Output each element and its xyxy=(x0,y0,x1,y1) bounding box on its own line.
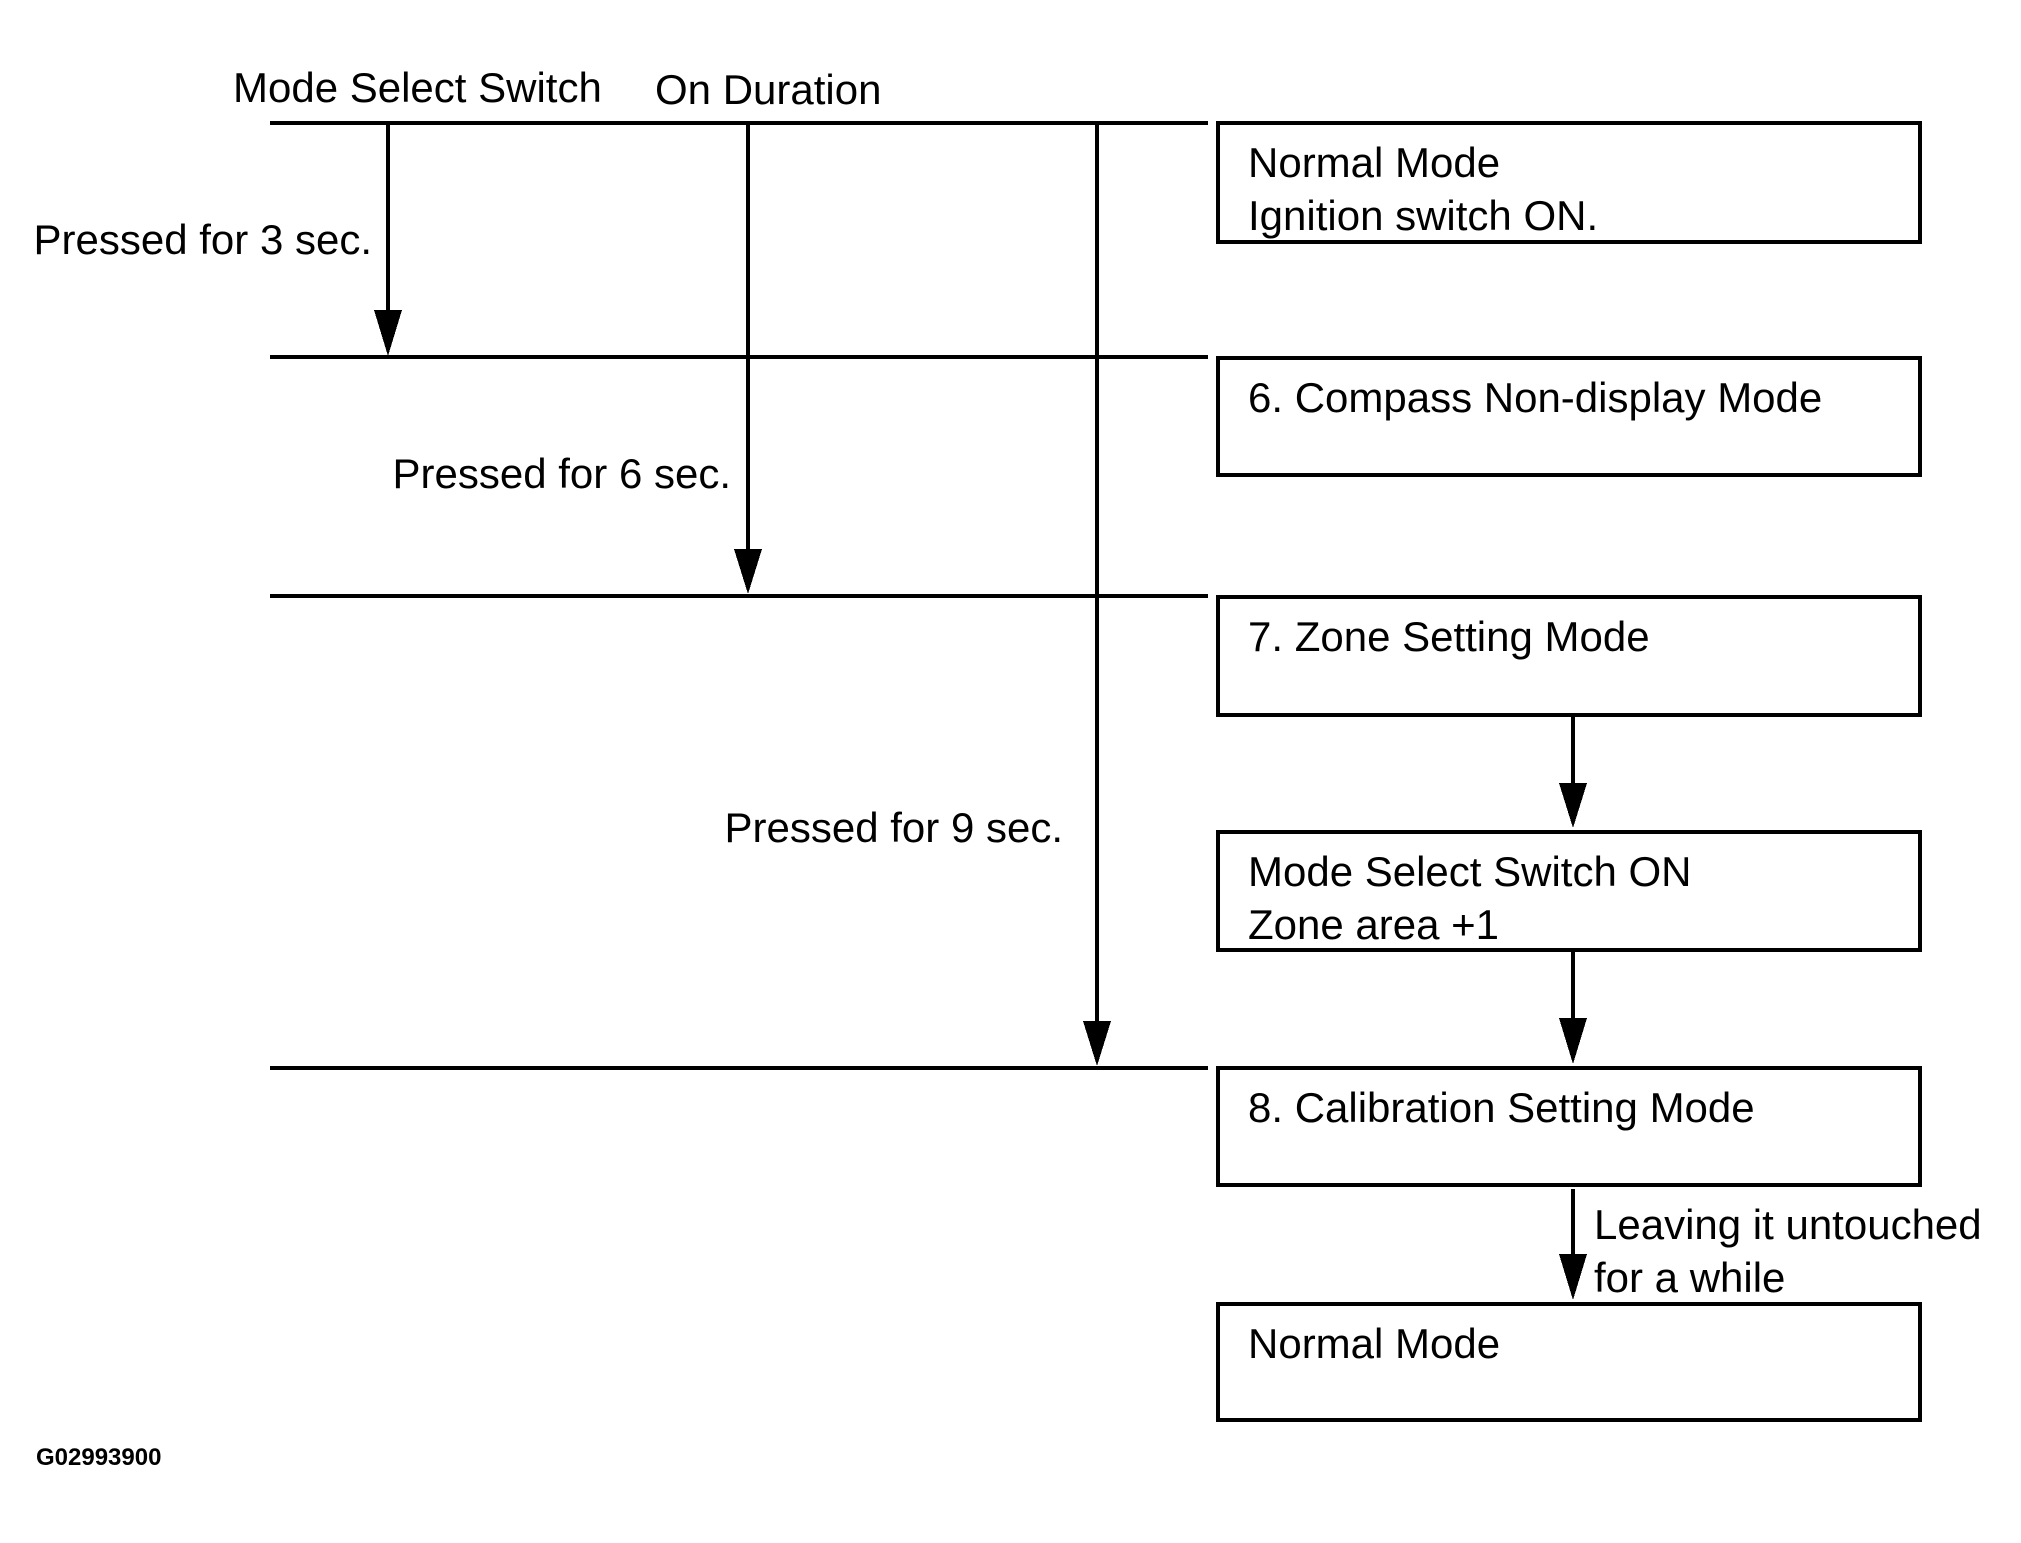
arrowhead xyxy=(1083,1021,1111,1066)
arrow-switch-on-to-calibration xyxy=(1559,952,1587,1064)
arrowhead xyxy=(734,549,762,594)
arrow-pressed-9sec xyxy=(1083,123,1111,1066)
header-on-duration: On Duration xyxy=(655,66,882,113)
label-leaving-untouched-line1: Leaving it untouched xyxy=(1594,1201,1982,1248)
label-pressed-6sec: Pressed for 6 sec. xyxy=(392,450,731,497)
box-calibration-setting-mode: 8. Calibration Setting Mode xyxy=(1216,1066,1922,1187)
figure-id: G02993900 xyxy=(36,1444,162,1471)
arrow-zone-to-switch-on xyxy=(1559,717,1587,828)
label-leaving-untouched-line2: for a while xyxy=(1594,1254,1786,1301)
box-mode-select-switch-on: Mode Select Switch ON Zone area +1 xyxy=(1216,830,1922,952)
box-text-line: Normal Mode xyxy=(1248,139,1501,186)
box-text-line: Normal Mode xyxy=(1248,1320,1501,1367)
label-pressed-9sec: Pressed for 9 sec. xyxy=(724,804,1063,851)
arrowhead xyxy=(374,310,402,356)
box-normal-mode-bottom: Normal Mode xyxy=(1216,1302,1922,1422)
box-zone-setting-mode: 7. Zone Setting Mode xyxy=(1216,595,1922,717)
box-text-line: Ignition switch ON. xyxy=(1248,192,1599,239)
header-mode-select-switch: Mode Select Switch xyxy=(233,64,602,111)
arrowhead xyxy=(1559,1018,1587,1064)
label-pressed-3sec: Pressed for 3 sec. xyxy=(33,216,372,263)
box-text-line: 8. Calibration Setting Mode xyxy=(1248,1084,1755,1131)
arrowhead xyxy=(1559,783,1587,828)
arrow-pressed-3sec xyxy=(374,123,402,356)
arrow-pressed-6sec xyxy=(734,123,762,594)
label-leaving-untouched: Leaving it untouched for a while xyxy=(1594,1198,1982,1304)
box-text-line: 6. Compass Non-display Mode xyxy=(1248,374,1823,421)
box-compass-non-display-mode: 6. Compass Non-display Mode xyxy=(1216,356,1922,477)
box-text-line: Zone area +1 xyxy=(1248,901,1500,948)
box-text-line: Mode Select Switch ON xyxy=(1248,848,1692,895)
box-normal-mode-top: Normal Mode Ignition switch ON. xyxy=(1216,121,1922,244)
arrow-calibration-to-normal xyxy=(1559,1189,1587,1300)
box-text-line: 7. Zone Setting Mode xyxy=(1248,613,1650,660)
arrowhead xyxy=(1559,1254,1587,1300)
